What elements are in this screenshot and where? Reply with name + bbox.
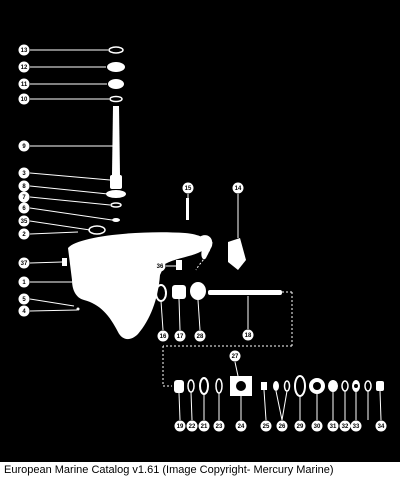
- callout-5: 5: [18, 293, 30, 305]
- callout-30: 30: [311, 420, 323, 432]
- svg-text:5: 5: [22, 297, 26, 303]
- svg-text:34: 34: [378, 424, 385, 430]
- callout-12: 12: [18, 61, 30, 73]
- callout-24: 24: [235, 420, 247, 432]
- svg-text:37: 37: [21, 261, 28, 267]
- callout-10: 10: [18, 93, 30, 105]
- callout-6: 6: [18, 202, 30, 214]
- callout-4: 4: [18, 305, 30, 317]
- bottom-gear-parts: [174, 375, 384, 397]
- callout-37: 37: [18, 257, 30, 269]
- svg-text:32: 32: [342, 424, 349, 430]
- svg-text:11: 11: [21, 82, 28, 88]
- svg-text:10: 10: [21, 97, 28, 103]
- svg-text:22: 22: [189, 424, 196, 430]
- callout-21: 21: [198, 420, 210, 432]
- upper-shaft-parts: [88, 46, 126, 235]
- callout-15: 15: [182, 182, 194, 194]
- svg-text:36: 36: [157, 264, 164, 270]
- svg-text:3: 3: [22, 171, 26, 177]
- svg-text:16: 16: [160, 334, 167, 340]
- callout-11: 11: [18, 78, 30, 90]
- callout-9: 9: [18, 140, 30, 152]
- callout-34: 34: [375, 420, 387, 432]
- svg-text:33: 33: [353, 424, 360, 430]
- svg-text:2: 2: [22, 232, 26, 238]
- callout-35: 35: [18, 215, 30, 227]
- callout-25: 25: [260, 420, 272, 432]
- svg-text:28: 28: [197, 334, 204, 340]
- callout-17: 17: [174, 330, 186, 342]
- callout-29: 29: [294, 420, 306, 432]
- svg-text:27: 27: [232, 354, 239, 360]
- callout-13: 13: [18, 44, 30, 56]
- svg-text:12: 12: [21, 65, 28, 71]
- svg-text:13: 13: [21, 48, 28, 54]
- svg-text:6: 6: [22, 206, 26, 212]
- svg-text:9: 9: [22, 144, 26, 150]
- svg-text:7: 7: [22, 195, 26, 201]
- callout-27: 27: [229, 350, 241, 362]
- callout-14: 14: [232, 182, 244, 194]
- callout-26: 26: [276, 420, 288, 432]
- callout-28: 28: [194, 330, 206, 342]
- callout-32: 32: [339, 420, 351, 432]
- svg-text:24: 24: [238, 424, 245, 430]
- svg-text:8: 8: [22, 184, 26, 190]
- svg-text:19: 19: [177, 424, 184, 430]
- callout-1: 1: [18, 276, 30, 288]
- callout-19: 19: [174, 420, 186, 432]
- gearcase-housing: [68, 232, 213, 340]
- callout-8: 8: [18, 180, 30, 192]
- callout-2: 2: [18, 228, 30, 240]
- exploded-parts-diagram: 13 12 11 10 9 3 8 7 6 35 2 37 1 5 4 15 1…: [18, 44, 387, 432]
- image-caption: European Marine Catalog v1.61 (Image Cop…: [0, 462, 400, 479]
- callout-33: 33: [350, 420, 362, 432]
- svg-text:21: 21: [201, 424, 208, 430]
- svg-text:4: 4: [22, 309, 26, 315]
- callout-23: 23: [213, 420, 225, 432]
- callout-22: 22: [186, 420, 198, 432]
- housing-small-parts: [62, 198, 246, 311]
- svg-text:17: 17: [177, 334, 184, 340]
- callout-16: 16: [157, 330, 169, 342]
- svg-text:30: 30: [314, 424, 321, 430]
- svg-text:35: 35: [21, 219, 28, 225]
- svg-text:1: 1: [22, 280, 26, 286]
- leader-lines: [29, 49, 382, 421]
- callout-3: 3: [18, 167, 30, 179]
- svg-text:14: 14: [235, 186, 242, 192]
- svg-text:31: 31: [330, 424, 337, 430]
- svg-text:29: 29: [297, 424, 304, 430]
- callout-36: 36: [154, 260, 166, 272]
- callout-18: 18: [242, 329, 254, 341]
- propeller-shaft-assembly: [155, 282, 293, 387]
- callout-31: 31: [327, 420, 339, 432]
- svg-text:15: 15: [185, 186, 192, 192]
- svg-text:25: 25: [263, 424, 270, 430]
- svg-text:26: 26: [279, 424, 286, 430]
- svg-text:18: 18: [245, 333, 252, 339]
- callout-7: 7: [18, 191, 30, 203]
- svg-text:23: 23: [216, 424, 223, 430]
